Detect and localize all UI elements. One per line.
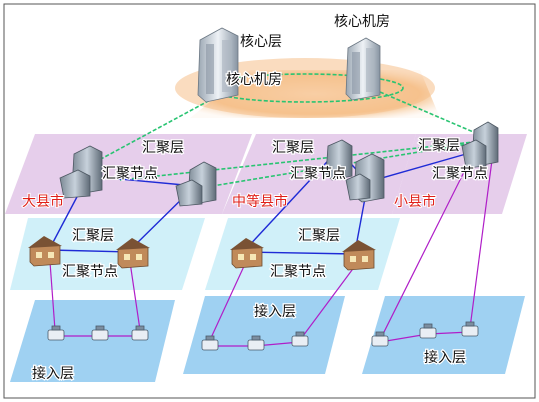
agg-lower-house-mid-1 bbox=[230, 238, 264, 269]
agg-node-building-medium-1 bbox=[325, 139, 353, 181]
agg-lower-layer-label-left: 汇聚层 bbox=[72, 228, 114, 244]
core-room-label-left: 核心机房 bbox=[226, 72, 282, 88]
access-device-icon bbox=[201, 335, 219, 351]
agg-lower-house-left-2 bbox=[116, 238, 150, 269]
access-device-icon bbox=[131, 325, 149, 341]
access-layer-label-mid: 接入层 bbox=[254, 303, 296, 320]
agg-lower-layer-label-mid: 汇聚层 bbox=[298, 228, 340, 244]
core-room-building-left bbox=[197, 27, 239, 103]
access-device-icon bbox=[291, 331, 309, 347]
agg-node-building-large-2 bbox=[175, 161, 217, 207]
agg-node-building-medium-2 bbox=[345, 153, 385, 203]
county-label-large: 大县市 bbox=[22, 193, 64, 210]
access-device-icon bbox=[371, 331, 389, 347]
access-layer-label-right: 接入层 bbox=[424, 349, 466, 366]
core-layer-label: 核心层 bbox=[240, 34, 282, 50]
county-label-medium: 中等县市 bbox=[232, 193, 288, 210]
agg-node-label-small: 汇聚节点 bbox=[432, 166, 488, 182]
access-devices-right bbox=[371, 321, 479, 347]
agg-node-building-small-1 bbox=[461, 121, 499, 169]
access-device-icon bbox=[91, 325, 109, 341]
diagram-border bbox=[3, 3, 536, 399]
core-room-label-top: 核心机房 bbox=[334, 14, 390, 30]
access-devices-mid bbox=[201, 331, 309, 351]
agg-node-building-large-1 bbox=[59, 145, 103, 199]
agg-node-label-medium: 汇聚节点 bbox=[290, 166, 346, 182]
agg-layer-label-small: 汇聚层 bbox=[418, 138, 460, 154]
access-device-icon bbox=[419, 323, 437, 339]
access-device-icon bbox=[461, 321, 479, 337]
access-plane-mid bbox=[183, 296, 345, 374]
agg-lower-node-label-left: 汇聚节点 bbox=[62, 264, 118, 280]
access-devices-left bbox=[47, 325, 149, 341]
agg-layer-label-medium: 汇聚层 bbox=[272, 140, 314, 156]
access-device-icon bbox=[247, 335, 265, 351]
agg-lower-house-left-1 bbox=[28, 236, 62, 267]
access-device-icon bbox=[47, 325, 65, 341]
agg-layer-label-large: 汇聚层 bbox=[142, 140, 184, 156]
agg-lower-node-label-mid: 汇聚节点 bbox=[270, 264, 326, 280]
access-layer-label-left: 接入层 bbox=[32, 365, 74, 382]
agg-node-label-large: 汇聚节点 bbox=[102, 166, 158, 182]
agg-lower-plane-left bbox=[10, 218, 205, 290]
access-plane-right bbox=[362, 296, 525, 374]
access-plane-left bbox=[10, 300, 175, 382]
core-room-building-right bbox=[345, 37, 381, 101]
agg-lower-house-mid-2 bbox=[342, 240, 376, 271]
county-label-small: 小县市 bbox=[394, 193, 436, 210]
